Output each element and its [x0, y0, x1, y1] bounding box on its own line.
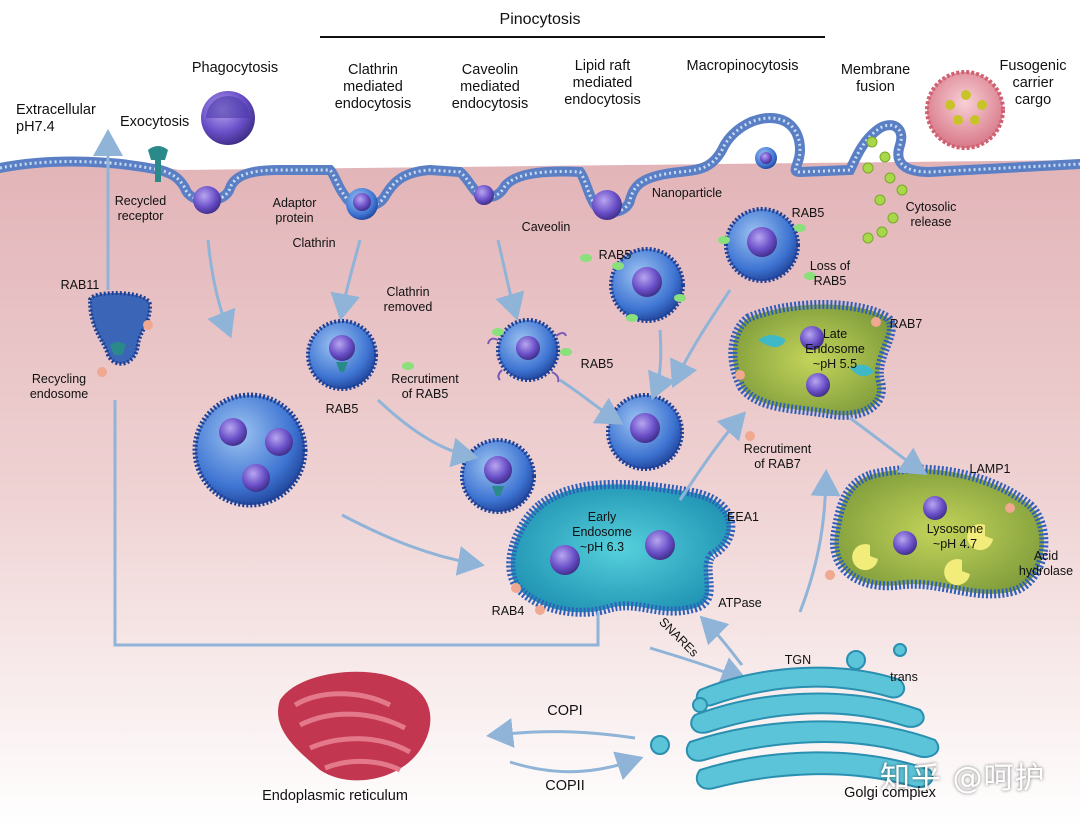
label-caveolin-endocytosis: Caveolin mediated endocytosis [451, 62, 529, 112]
label-rab5-clathrin: RAB5 [325, 402, 359, 416]
vesicle-phagosome [192, 392, 308, 508]
label-lamp1: LAMP1 [969, 462, 1011, 476]
label-clathrin-removed: Clathrin removed [383, 285, 433, 314]
label-clathrin: Clathrin [292, 236, 336, 250]
label-rab4: RAB4 [491, 604, 525, 618]
early-endosome-shape [506, 479, 736, 617]
recycling-loop [93, 129, 600, 647]
label-nanoparticle: Nanoparticle [651, 186, 723, 200]
vesicle-lipid-raft [609, 247, 685, 323]
label-recruitment-rab5: Recrutiment of RAB5 [391, 372, 459, 401]
budding-vesicles [193, 147, 777, 220]
label-loss-of-rab5: Loss of RAB5 [809, 259, 851, 288]
label-recycling-endosome: Recycling endosome [29, 372, 89, 401]
watermark: 知乎 @呵护 [880, 761, 1046, 796]
label-recruitment-rab7: Recrutiment of RAB7 [743, 442, 812, 471]
label-acid-hydrolase: Acid hydrolase [1018, 549, 1074, 578]
label-rab7: RAB7 [889, 317, 923, 331]
pathway-arrows [206, 239, 928, 781]
label-early-endosome: Early Endosome ~pH 6.3 [572, 510, 632, 554]
vesicle-caveolin [487, 318, 567, 383]
label-rab11: RAB11 [60, 278, 100, 292]
label-tgn: TGN [784, 653, 812, 667]
label-clathrin-endocytosis: Clathrin mediated endocytosis [334, 62, 412, 112]
label-copi: COPI [547, 703, 583, 719]
label-adaptor-protein: Adaptor protein [272, 196, 317, 225]
label-trans: trans [890, 670, 918, 684]
label-recycled-receptor: Recycled receptor [114, 194, 167, 223]
endoplasmic-reticulum [278, 671, 431, 781]
label-extracellular: Extracellular pH7.4 [16, 102, 96, 135]
vesicle-merging [606, 393, 684, 471]
label-lipid-raft-endocytosis: Lipid raft mediated endocytosis [564, 58, 641, 108]
label-caveolin: Caveolin [521, 220, 571, 234]
label-golgi-complex: Golgi complex [844, 785, 936, 801]
label-fusogenic-carrier: Fusogenic carrier cargo [999, 58, 1067, 108]
cytosolic-release-dots [862, 136, 908, 244]
vesicle-clathrin [306, 319, 378, 391]
rab-markers [97, 224, 1015, 615]
label-copii: COPII [545, 778, 585, 794]
recycling-endosome [87, 291, 153, 366]
label-phagocytosis: Phagocytosis [191, 60, 279, 76]
late-endosome-shape [728, 300, 896, 420]
golgi-complex [650, 643, 940, 790]
lysosome-shape [829, 464, 1049, 599]
label-exocytosis: Exocytosis [120, 114, 190, 130]
label-macropinocytosis: Macropinocytosis [686, 58, 799, 74]
label-eea1: EEA1 [727, 510, 759, 524]
label-endoplasmic-reticulum: Endoplasmic reticulum [262, 788, 408, 804]
vesicle-macropinocytosis [724, 207, 800, 283]
label-rab5-macro: RAB5 [791, 206, 825, 220]
label-pinocytosis: Pinocytosis [499, 11, 581, 28]
fusogenic-cargo-dots [945, 90, 987, 125]
label-atpase: ATPase [718, 596, 762, 610]
recycled-receptor [148, 146, 168, 182]
label-membrane-fusion: Membrane fusion [840, 62, 911, 95]
vesicle-pre-early [460, 438, 536, 514]
label-rab5-lipid: RAB5 [598, 248, 632, 262]
label-late-endosome: Late Endosome ~pH 5.5 [805, 327, 865, 371]
label-cytosolic-release: Cytosolic release [905, 200, 957, 229]
fusogenic-carrier [925, 70, 1005, 150]
label-rab5-caveolin: RAB5 [580, 357, 614, 371]
label-lysosome: Lysosome ~pH 4.7 [926, 522, 984, 551]
